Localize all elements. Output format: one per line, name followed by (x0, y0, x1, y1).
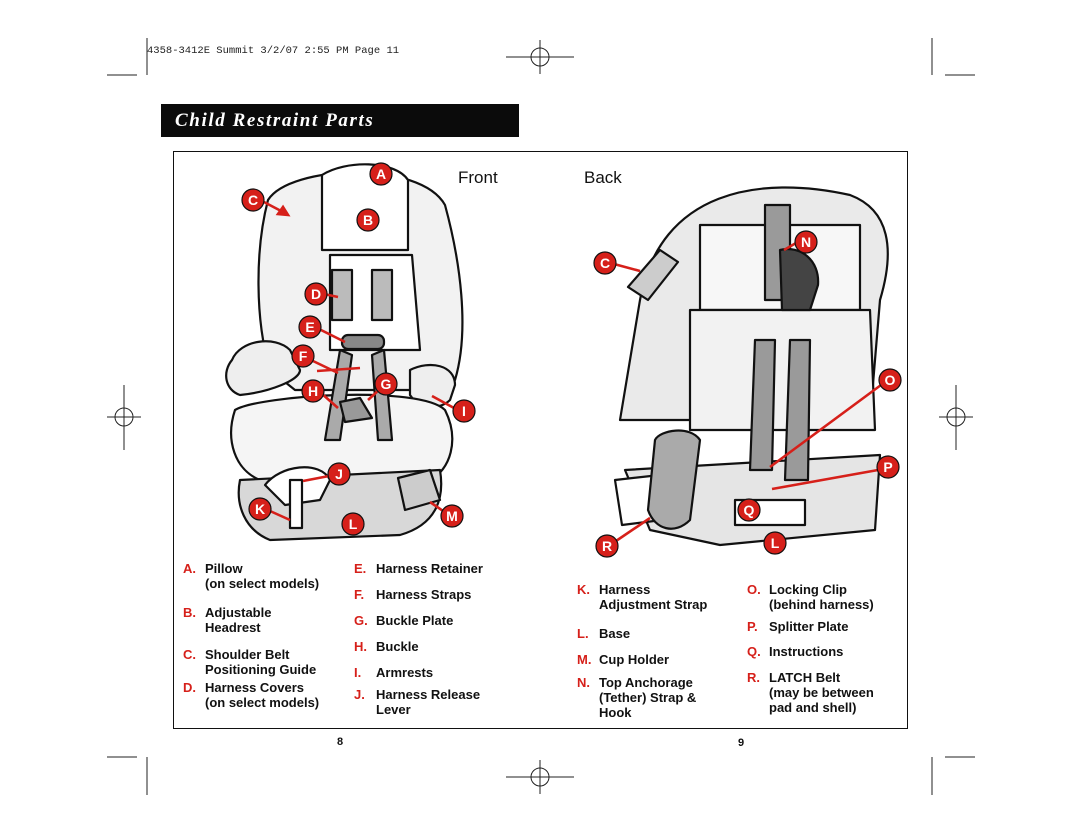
callout-letters: A B C D EF G H I J K L M C N O P Q R L (248, 166, 896, 554)
part-n: N.Top Anchorage(Tether) Strap &Hook (577, 675, 697, 720)
registration-marks (107, 40, 973, 794)
part-p: P.Splitter Plate (747, 619, 849, 634)
callout-b (356, 208, 380, 232)
print-slug: 4358-3412E Summit 3/2/07 2:55 PM Page 11 (147, 45, 400, 57)
callout-h (301, 379, 325, 403)
back-seat-illustration (613, 186, 889, 547)
part-e: E.Harness Retainer (354, 561, 483, 576)
callout-d (304, 282, 328, 306)
callout-r (595, 534, 619, 558)
part-m: M.Cup Holder (577, 652, 670, 667)
callout-letter-front-i: I (462, 403, 466, 419)
callout-letter-front-f: F (299, 348, 308, 364)
part-q: Q.Instructions (747, 644, 844, 659)
callout-letter-front-j: J (335, 466, 343, 482)
back-view-label: Back (584, 168, 622, 187)
section-title-bar: Child Restraint Parts (161, 104, 519, 137)
callout-letter-front-k: K (255, 501, 265, 517)
part-f: F.Harness Straps (354, 587, 472, 602)
callout-letter-back-l: L (771, 535, 780, 551)
callout-leaders (261, 199, 882, 543)
callout-a (369, 162, 393, 186)
part-d: D.Harness Covers(on select models) (183, 680, 320, 710)
callout-e (298, 315, 322, 339)
callout-letter-front-e: E (305, 319, 314, 335)
callout-l-front (341, 512, 365, 536)
callout-j (327, 462, 351, 486)
part-o: O.Locking Clip(behind harness) (747, 582, 874, 612)
callout-m (440, 504, 464, 528)
callout-letter-front-g: G (381, 376, 392, 392)
callout-letter-front-c: C (248, 192, 258, 208)
callout-letter-front-b: B (363, 212, 373, 228)
part-a: A.Pillow(on select models) (183, 561, 320, 591)
part-h: H.Buckle (354, 639, 419, 654)
callout-letter-back-c: C (600, 255, 610, 271)
callout-p (876, 455, 900, 479)
callout-k (248, 497, 272, 521)
callout-i (452, 399, 476, 423)
callout-q (737, 498, 761, 522)
part-l: L.Base (577, 626, 631, 641)
callout-n (794, 230, 818, 254)
callout-c-front (241, 188, 265, 212)
callout-letter-back-o: O (885, 372, 896, 388)
part-i: I.Armrests (354, 665, 434, 680)
callout-letter-back-n: N (801, 234, 811, 250)
callout-markers (241, 162, 902, 558)
section-title: Child Restraint Parts (175, 110, 375, 131)
callout-letter-back-q: Q (744, 502, 755, 518)
callout-c-back (593, 251, 617, 275)
page-number-right: 9 (738, 737, 745, 749)
callout-letter-back-r: R (602, 538, 612, 554)
part-g: G.Buckle Plate (354, 613, 454, 628)
front-view-label: Front (458, 168, 498, 187)
callout-letter-front-m: M (446, 508, 458, 524)
callout-g (374, 372, 398, 396)
callout-letter-front-d: D (311, 286, 321, 302)
callout-letter-back-p: P (883, 459, 892, 475)
page-number-left: 8 (337, 736, 344, 748)
crop-marks (107, 38, 975, 795)
callout-letter-front-l: L (349, 516, 358, 532)
callout-l-back (763, 531, 787, 555)
callout-f (291, 344, 315, 368)
diagram-frame (173, 151, 908, 729)
callout-o (878, 368, 902, 392)
callout-letter-front-a: A (376, 166, 386, 182)
callout-letter-front-h: H (308, 383, 318, 399)
